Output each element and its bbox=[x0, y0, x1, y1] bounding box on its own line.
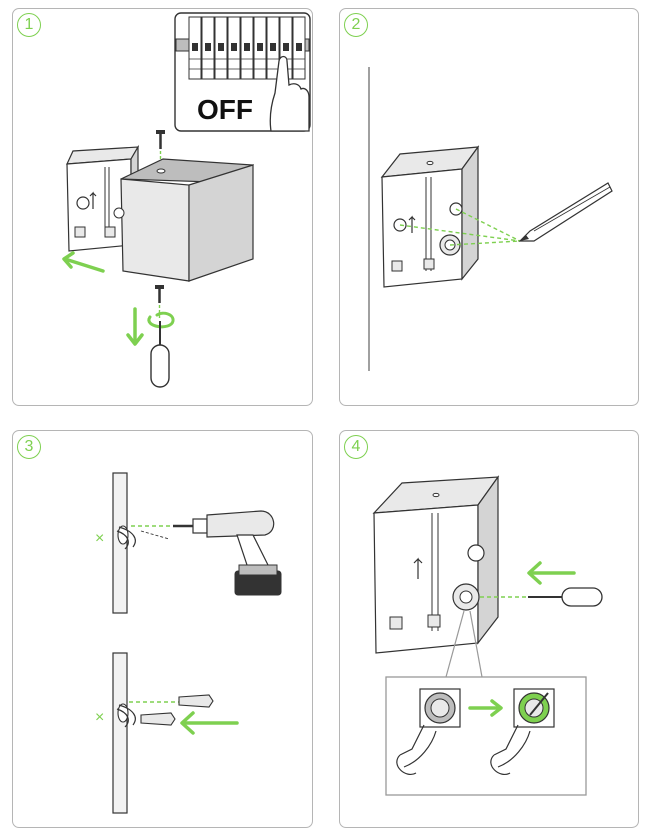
off-label: OFF bbox=[197, 94, 253, 125]
push-left-arrow-icon bbox=[527, 561, 576, 585]
before-after-arrow-icon bbox=[468, 699, 503, 717]
pencil-icon bbox=[518, 182, 613, 242]
mark-x-upper: × bbox=[95, 530, 104, 547]
screw-hole-after bbox=[490, 688, 555, 775]
step-3-badge: 3 bbox=[17, 435, 41, 459]
step-1-illustration: OFF bbox=[62, 12, 311, 388]
back-plate bbox=[372, 475, 500, 654]
down-arrow-icon bbox=[126, 307, 144, 346]
pull-left-arrow-icon bbox=[62, 251, 105, 273]
step-3-panel: 3 × × bbox=[12, 430, 313, 828]
step-1-panel: 1 OFF bbox=[12, 8, 313, 406]
step-4-panel: 4 bbox=[339, 430, 639, 828]
step-4-illustration bbox=[372, 475, 603, 796]
drill-icon bbox=[173, 510, 282, 596]
rotate-arrow-icon bbox=[147, 311, 175, 329]
screw-hole-before bbox=[396, 688, 461, 775]
step-1-badge: 1 bbox=[17, 13, 41, 37]
insert-arrow-icon bbox=[180, 711, 239, 735]
step-4-badge: 4 bbox=[344, 435, 368, 459]
marking-guide-lines bbox=[399, 208, 521, 246]
wall-section-lower bbox=[112, 652, 136, 814]
hand-icon bbox=[269, 55, 310, 132]
screwdriver-icon bbox=[528, 587, 603, 607]
step-2-illustration bbox=[368, 67, 613, 371]
back-plate bbox=[380, 145, 480, 288]
step-3-illustration: × × bbox=[95, 472, 282, 814]
step-2-badge: 2 bbox=[344, 13, 368, 37]
mark-x-lower: × bbox=[95, 709, 104, 726]
thermostat-cover bbox=[113, 158, 254, 282]
screwdriver-icon bbox=[150, 321, 170, 388]
wall-section-upper bbox=[112, 472, 136, 614]
bottom-screw-icon bbox=[155, 285, 164, 319]
wall-anchor-icon bbox=[140, 694, 214, 726]
circuit-breaker-inset: OFF bbox=[174, 12, 311, 132]
step-2-panel: 2 bbox=[339, 8, 639, 406]
